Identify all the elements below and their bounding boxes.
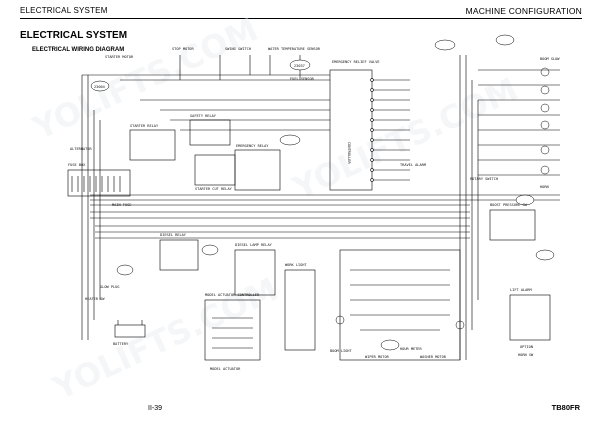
controller-pins xyxy=(372,79,410,181)
left-trunk xyxy=(81,75,101,340)
svg-text:23004: 23004 xyxy=(94,85,105,89)
diesel-relay-box xyxy=(159,239,199,271)
lift-alarm-box xyxy=(509,294,551,341)
svg-text:STOP MOTOR: STOP MOTOR xyxy=(172,47,194,51)
svg-text:ALTERNATOR: ALTERNATOR xyxy=(70,147,92,151)
svg-text:EMERGENCY RELIEF VALVE: EMERGENCY RELIEF VALVE xyxy=(332,60,380,64)
svg-text:YOLIFTS.COM: YOLIFTS.COM xyxy=(286,70,523,208)
svg-text:HEATER SW: HEATER SW xyxy=(85,297,105,301)
svg-text:HORN SW: HORN SW xyxy=(518,353,534,357)
fuse-slots xyxy=(71,176,121,192)
svg-text:WIPER MOTOR: WIPER MOTOR xyxy=(365,355,390,359)
header-section-label: ELECTRICAL SYSTEM xyxy=(20,6,108,15)
fuse-box xyxy=(67,169,131,197)
boost-pressure-box xyxy=(489,209,536,241)
page-title: ELECTRICAL SYSTEM xyxy=(20,30,128,41)
svg-text:HORN: HORN xyxy=(540,185,549,189)
svg-text:BOOST PRESSURE SW: BOOST PRESSURE SW xyxy=(490,203,528,207)
svg-text:MAIN FUSE: MAIN FUSE xyxy=(112,203,131,207)
model-name: TB80FR xyxy=(551,403,580,412)
svg-text:STARTER RELAY: STARTER RELAY xyxy=(130,124,159,128)
battery xyxy=(114,324,146,338)
svg-text:MODEL ACTUATOR: MODEL ACTUATOR xyxy=(210,367,241,371)
controller-pin-nodes xyxy=(370,78,374,182)
svg-text:WATER TEMPERATURE SENSOR: WATER TEMPERATURE SENSOR xyxy=(268,47,321,51)
watermark: YOLIFTS.COM YOLIFTS.COM YOLIFTS.COM xyxy=(26,10,523,408)
header-rule xyxy=(20,18,582,19)
right-ladder xyxy=(478,69,560,176)
svg-text:EMERGENCY RELAY: EMERGENCY RELAY xyxy=(236,144,269,148)
svg-text:STARTER MOTOR: STARTER MOTOR xyxy=(105,55,134,59)
svg-text:CONTROLLER: CONTROLLER xyxy=(347,142,351,164)
svg-text:HOUR METER: HOUR METER xyxy=(400,347,422,351)
emergency-relay-box xyxy=(234,149,281,191)
svg-text:TRAVEL ALARM: TRAVEL ALARM xyxy=(400,163,427,167)
svg-text:SWING SWITCH: SWING SWITCH xyxy=(225,47,251,51)
page-number: II-39 xyxy=(148,405,163,412)
lamp-symbols xyxy=(335,67,550,330)
component-labels: STARTER MOTOR STOP MOTOR SWING SWITCH WA… xyxy=(68,47,560,371)
svg-text:23037: 23037 xyxy=(294,64,305,68)
svg-text:LIFT ALARM: LIFT ALARM xyxy=(510,288,532,292)
bus-lines xyxy=(90,194,560,239)
battery-terminals xyxy=(117,320,143,325)
lower-right-wires xyxy=(350,269,450,331)
svg-text:MODEL ACTUATOR CONTROLLER: MODEL ACTUATOR CONTROLLER xyxy=(205,293,260,297)
diagram-title: ELECTRICAL WIRING DIAGRAM xyxy=(32,47,125,53)
diesel-lamp-relay-box xyxy=(234,249,276,296)
svg-text:WASHER MOTOR: WASHER MOTOR xyxy=(420,355,447,359)
svg-text:FUEL SENSOR: FUEL SENSOR xyxy=(290,77,315,81)
svg-text:GLOW PLUG: GLOW PLUG xyxy=(100,285,119,289)
model-actuator-controller-box xyxy=(204,299,261,361)
svg-text:DIESEL LAMP RELAY: DIESEL LAMP RELAY xyxy=(235,243,273,247)
svg-text:BATTERY: BATTERY xyxy=(113,342,129,346)
right-trunk xyxy=(459,55,479,360)
svg-text:OPTION: OPTION xyxy=(520,345,533,349)
lower-right-panel xyxy=(339,249,461,361)
top-cable-run xyxy=(82,74,330,131)
svg-text:DIESEL RELAY: DIESEL RELAY xyxy=(160,233,187,237)
svg-text:BOOM LIGHT: BOOM LIGHT xyxy=(330,349,352,353)
svg-text:BOOM SLOW: BOOM SLOW xyxy=(540,57,560,61)
svg-text:FUSE BOX: FUSE BOX xyxy=(68,163,86,167)
header-chapter-label: MACHINE CONFIGURATION xyxy=(465,6,582,16)
light-relay-box xyxy=(284,269,316,351)
connector-callouts xyxy=(90,34,555,351)
svg-text:STARTER CUT RELAY: STARTER CUT RELAY xyxy=(195,187,233,191)
safety-relay-box xyxy=(189,119,231,146)
svg-text:SAFETY RELAY: SAFETY RELAY xyxy=(190,114,217,118)
actuator-terminals xyxy=(212,317,253,349)
starter-cut-relay-box xyxy=(194,154,236,186)
svg-text:ROTARY SWITCH: ROTARY SWITCH xyxy=(470,177,498,181)
svg-text:WORK LIGHT: WORK LIGHT xyxy=(285,263,307,267)
starter-relay-box xyxy=(129,129,176,161)
